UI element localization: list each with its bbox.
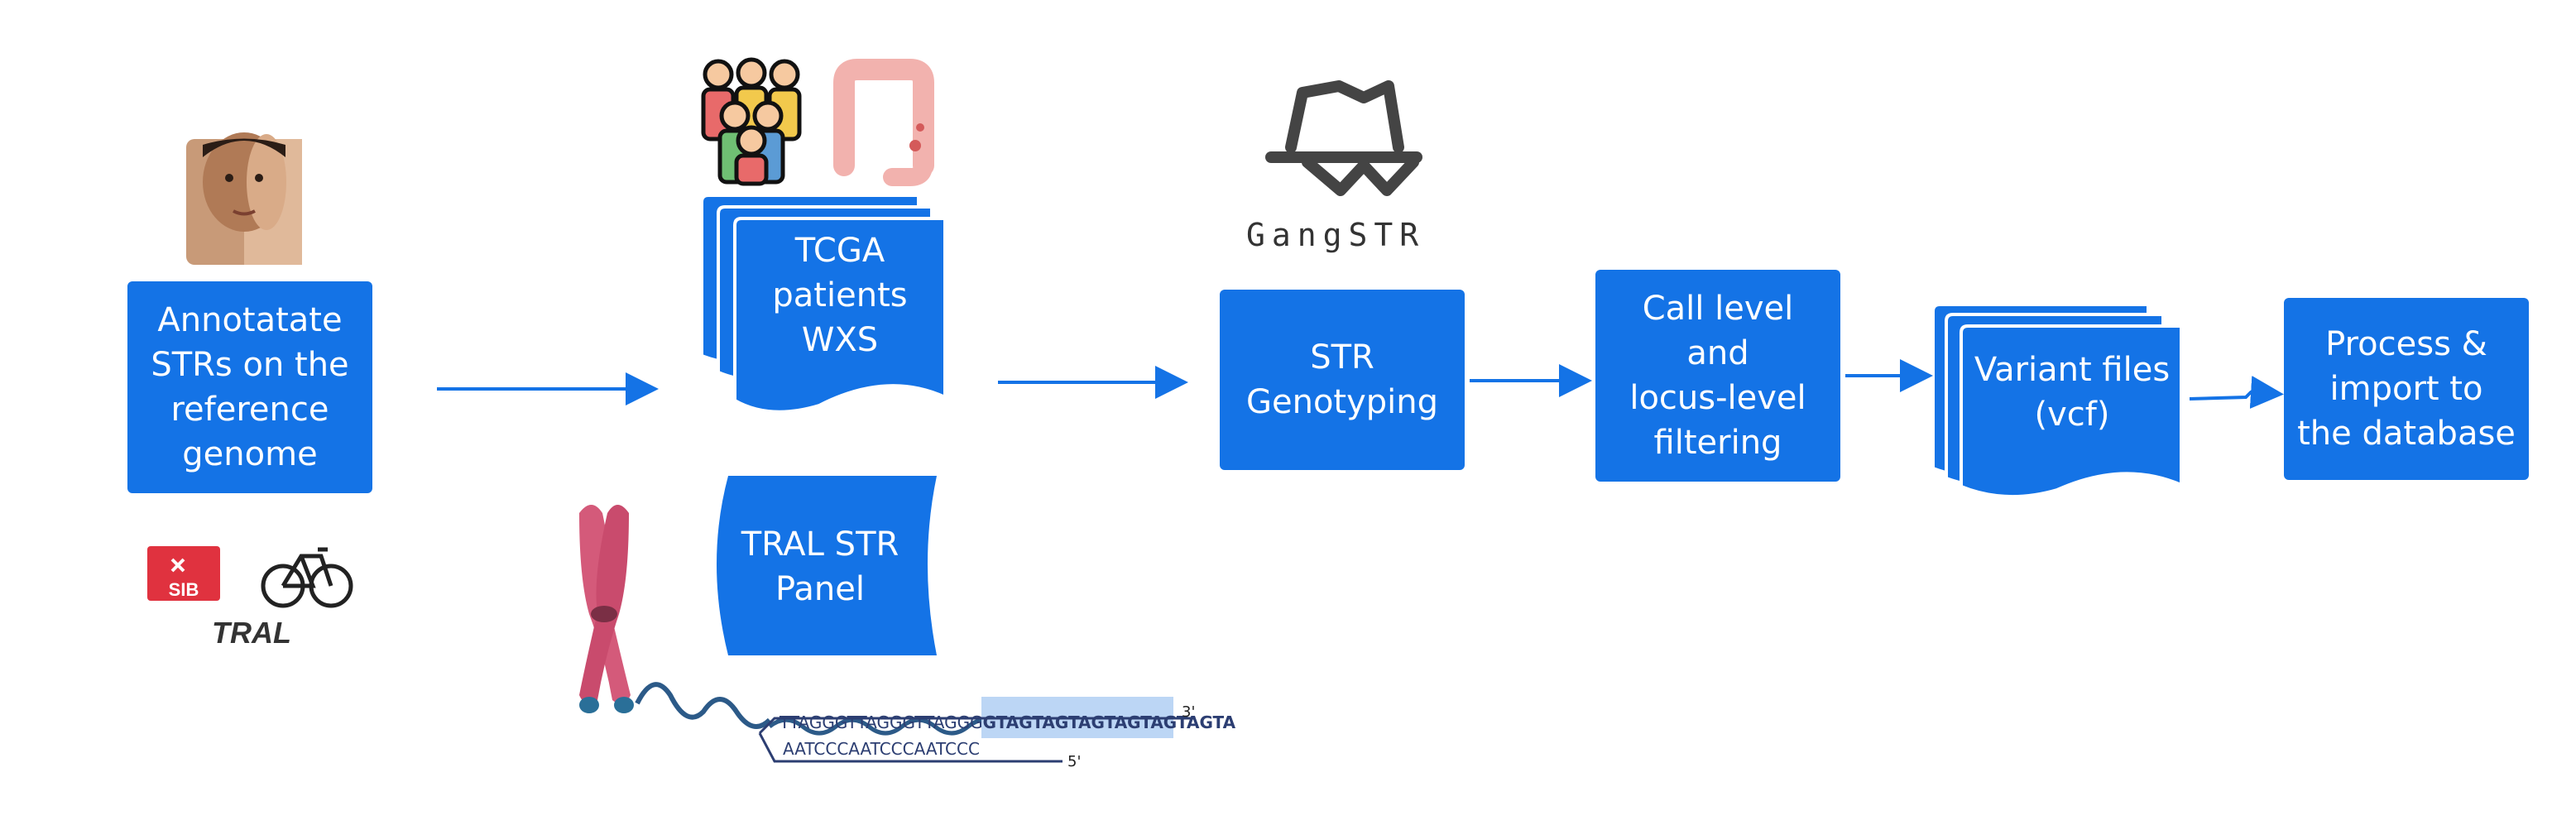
tcga-patients-box: TCGA patients WXS: [735, 225, 945, 366]
tral-panel-box: TRAL STR Panel: [717, 488, 923, 645]
process-import-label: Process & import to the database: [2297, 325, 2516, 453]
patients-group-icon: [701, 57, 802, 186]
gangstr-logo-text: GangSTR: [1246, 217, 1426, 253]
variant-files-box: Variant files (vcf): [1963, 334, 2181, 450]
variant-files-document-stack: [1931, 303, 2183, 499]
dna-strands: TTAGGGTTAGGGTTAGGGGTAGTAGTAGTAGTAGTAGTA …: [758, 697, 1236, 770]
flow-arrows: [437, 359, 2284, 409]
process-import-box: Process & import to the database: [2284, 298, 2529, 480]
dna-5prime-label: 5': [1067, 753, 1081, 770]
sib-logo-icon: SIB: [147, 546, 220, 601]
dna-top-strand: TTAGGGTTAGGGTTAGGGGTAGTAGTAGTAGTAGTAGTA: [779, 712, 1236, 732]
call-level-filtering-label: Call level and locus-level filtering: [1629, 290, 1806, 462]
annotate-strs-label: Annotatate STRs on the reference genome: [151, 301, 349, 473]
call-level-filtering-box: Call level and locus-level filtering: [1595, 270, 1840, 482]
arrow-variants-to-process: [2189, 376, 2284, 409]
tral-logo-text: TRAL: [212, 616, 291, 650]
variant-files-label: Variant files (vcf): [1974, 351, 2171, 434]
annotate-strs-box: Annotatate STRs on the reference genome: [127, 281, 372, 493]
str-genotyping-box: STR Genotyping: [1220, 290, 1465, 470]
str-genotyping-label: STR Genotyping: [1245, 338, 1439, 421]
tral-bicycle-icon: [261, 547, 353, 608]
chromosome-icon: [579, 505, 772, 729]
colon-organ-icon: [833, 59, 934, 186]
dna-3prime-label: 3': [1182, 703, 1195, 721]
tral-panel-shape: [717, 476, 937, 655]
tcga-patients-label: TCGA patients WXS: [772, 232, 908, 359]
gangstr-logo-icon: [1265, 80, 1422, 196]
tral-panel-label: TRAL STR Panel: [741, 525, 899, 608]
face-photo-icon: [186, 132, 302, 265]
sib-label: SIB: [169, 579, 199, 600]
tcga-document-stack: [700, 194, 947, 414]
dna-bottom-strand: AATCCCAATCCCAATCCC: [783, 739, 980, 759]
